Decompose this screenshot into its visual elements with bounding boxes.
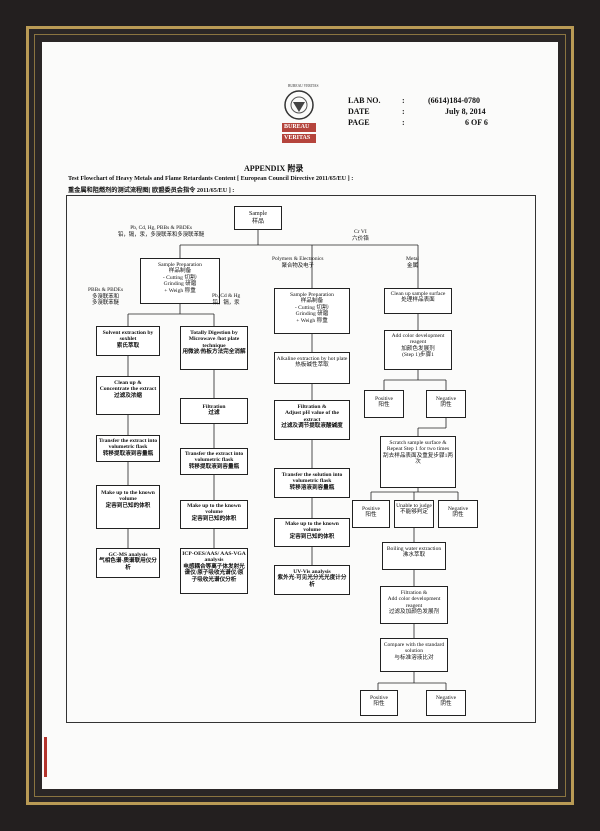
bureau-veritas-logo: [282, 90, 316, 143]
scratch-repeat-box: Scratch sample surface & Repeat Step 1 f…: [380, 436, 456, 488]
negative-result-3: Negative 阴性: [426, 690, 466, 716]
lab-no-value: (6614)184-0780: [428, 96, 480, 105]
cleanup-surface-box: Clean up sample surface 处理样品表面: [384, 288, 452, 314]
alkaline-extraction-box: Alkaline extraction by hot plate 热板碱性萃取: [274, 352, 350, 384]
makeup-volume-polymer-box: Make up to the known volume 定容到已知的体积: [274, 518, 350, 547]
cleanup-concentrate-box: Clean up & Concentrate the extract 过滤及浓缩: [96, 376, 160, 415]
branch-label-polymers: Polymers & Electronics 聚合物及电子: [272, 256, 324, 269]
total-digestion-box: Totally Digestion by Microwave /hot plat…: [180, 326, 248, 370]
page-label: PAGE: [348, 118, 370, 127]
pbbs-pbdes-label: PBBs & PBDEs 多溴联苯和 多溴联苯醚: [88, 287, 124, 306]
flowchart-title-en: Test Flowchart of Heavy Metals and Flame…: [68, 175, 354, 182]
positive-result-3: Positive 阳性: [360, 690, 398, 716]
date-label: DATE: [348, 107, 370, 116]
filtration-color-box: Filtration & Add color development reage…: [380, 586, 448, 624]
positive-result-1: Positive 阳性: [364, 390, 404, 418]
colon-1: :: [402, 96, 405, 105]
transfer-solution-box: Transfer the solution into volumetric fl…: [274, 468, 350, 498]
add-color-reagent-box: Add color development reagent 加颜色发展剂 (St…: [384, 330, 452, 370]
logo-word-bureau: BUREAU: [284, 124, 310, 130]
filtration-adjust-ph-box: Filtration & Adjust pH value of the extr…: [274, 400, 350, 440]
solvent-extraction-box: Solvent extraction by soxhlet 索氏萃取: [96, 326, 160, 356]
uvvis-analysis-box: UV-Vis analysis 紫外光-可见光分光光度计分析: [274, 565, 350, 595]
red-edge-marker: [44, 737, 47, 777]
logo-ring-text: BUREAU VERITAS: [288, 84, 319, 88]
colon-2: :: [402, 107, 405, 116]
colon-3: :: [402, 118, 405, 127]
sample-prep-polymer-box: Sample Preparation 样品制备 - Cutting 切割/ Gr…: [274, 288, 350, 334]
filtration-middle-box: Filtration 过滤: [180, 398, 248, 424]
gcms-analysis-box: GC-MS analysis 气相色谱-质谱联用仪分析: [96, 548, 160, 578]
appendix-heading: APPENDIX 附录: [244, 164, 304, 173]
icp-analysis-box: ICP-OES/AAS/ AAS-VGA analysis 电感耦合等离子体发射…: [180, 548, 248, 594]
inner-border: [34, 34, 566, 797]
logo-word-veritas: VERITAS: [284, 135, 311, 141]
makeup-volume-left-box: Make up to the known volume 定容到已知的体积: [96, 485, 160, 529]
makeup-volume-middle-box: Make up to the known volume 定容到已知的体积: [180, 500, 248, 529]
positive-result-2: Positive 阳性: [352, 500, 390, 528]
branch-label-cr-vi: Cr VI 六价铬: [352, 229, 369, 242]
unable-to-judge-box: Unable to judge 不能够判定: [394, 500, 434, 528]
compare-standard-box: Compare with the standard solution 与标准溶液…: [380, 638, 448, 672]
lab-no-label: LAB NO.: [348, 96, 381, 105]
date-value: July 8, 2014: [445, 107, 486, 116]
branch-label-metal: Metal 金属: [406, 256, 420, 269]
boiling-water-box: Boiling water extraction 沸水萃取: [382, 542, 446, 570]
flowchart-border: [66, 195, 536, 723]
sample-box: Sample 样品: [234, 206, 282, 230]
negative-result-2: Negative 阴性: [438, 500, 478, 528]
branch-label-heavy-metals: Pb, Cd, Hg, PBBs & PBDEs 铅，镉，汞，多溴联苯和多溴联苯…: [118, 225, 205, 238]
flowchart-title-cn: 重金属和阻燃剂的测试流程图[ 欧盟委员会指令 2011/65/EU ] :: [68, 187, 235, 194]
sample-prep-left-box: Sample Preparation 样品制备 - Cutting 切割/ Gr…: [140, 258, 220, 304]
pb-cd-hg-label: Pb, Cd & Hg 铅，镉，汞: [212, 293, 241, 306]
transfer-extract-middle-box: Transfer the extract into volumetric fla…: [180, 448, 248, 475]
negative-result-1: Negative 阴性: [426, 390, 466, 418]
page-value: 6 OF 6: [465, 118, 488, 127]
transfer-extract-left-box: Transfer the extract into volumetric fla…: [96, 435, 160, 462]
